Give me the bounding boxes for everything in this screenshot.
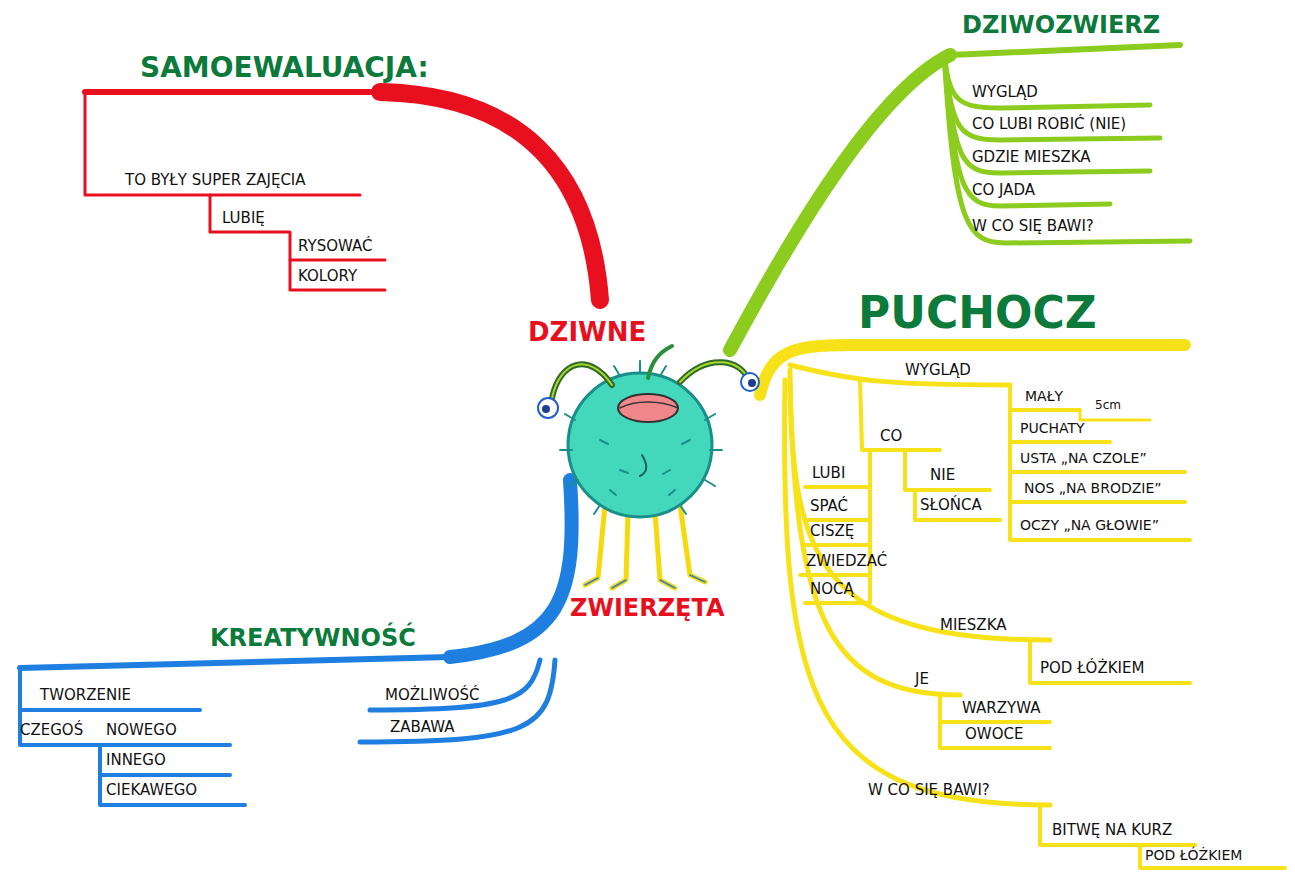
branch-label: NIE (930, 467, 955, 484)
branch-label: TO BYŁY SUPER ZAJĘCIA (125, 172, 306, 189)
green-branch (730, 45, 1190, 350)
branch-label: CO (880, 428, 902, 445)
branch-label: SPAĆ (810, 498, 848, 515)
branch-label: CISZĘ (810, 523, 854, 540)
branch-label: NOCĄ (810, 581, 854, 598)
branch-heading: ZWIERZĘTA (570, 595, 725, 623)
branch-label: MAŁY (1025, 388, 1063, 404)
blue-branch (20, 480, 572, 805)
branch-label: LUBIĘ (222, 210, 265, 227)
branch-label: SŁOŃCA (920, 497, 982, 514)
branch-label: OCZY „NA GŁOWIE” (1020, 517, 1159, 533)
branch-label: JE (915, 671, 929, 688)
branch-label: CIEKAWEGO (106, 782, 197, 799)
branch-label: KOLORY (298, 268, 357, 285)
branch-heading: SAMOEWALUACJA: (140, 52, 429, 84)
branch-label: CZEGOŚ (20, 722, 83, 739)
branch-heading: KREATYWNOŚĆ (210, 625, 416, 653)
branch-label: RYSOWAĆ (298, 238, 372, 255)
branch-label: ZABAWA (390, 719, 455, 736)
branch-label: TWORZENIE (40, 687, 131, 704)
branch-label: GDZIE MIESZKA (972, 149, 1091, 166)
branch-label: USTA „NA CZOLE” (1020, 450, 1147, 466)
branch-label: PUCHATY (1020, 420, 1085, 436)
branch-label: W CO SIĘ BAWI? (972, 218, 1094, 235)
branch-label: 5cm (1095, 399, 1121, 413)
branch-heading: PUCHOCZ (858, 288, 1097, 339)
red-branch (85, 92, 600, 300)
branch-label: CO LUBI ROBIĆ (NIE) (972, 116, 1126, 133)
yellow-branch (760, 345, 1285, 868)
branch-label: POD ŁÓŻKIEM (1040, 660, 1144, 677)
branch-label: LUBI (812, 465, 845, 482)
branch-heading: DZIWOZWIERZ (962, 12, 1160, 40)
branch-label: WYGLĄD (905, 362, 971, 379)
branch-heading: DZIWNE (528, 318, 646, 348)
branch-label: NOWEGO (106, 722, 177, 739)
branch-label: BITWĘ NA KURZ (1052, 822, 1172, 839)
branch-label: CO JADA (972, 182, 1035, 199)
branch-label: POD ŁÓŻKIEM (1145, 847, 1242, 863)
branch-label: ZWIEDZAĆ (806, 553, 887, 570)
branch-label: MIESZKA (940, 617, 1006, 634)
branch-label: WARZYWA (962, 700, 1040, 717)
creature-illustration (538, 346, 759, 588)
branch-label: MOŻLIWOŚĆ (385, 687, 479, 704)
branch-label: W CO SIĘ BAWI? (868, 782, 990, 799)
branch-label: OWOCE (965, 726, 1023, 743)
branch-label: WYGLĄD (972, 84, 1038, 101)
branch-label: NOS „NA BRODZIE” (1024, 480, 1162, 496)
branch-label: INNEGO (106, 752, 166, 769)
